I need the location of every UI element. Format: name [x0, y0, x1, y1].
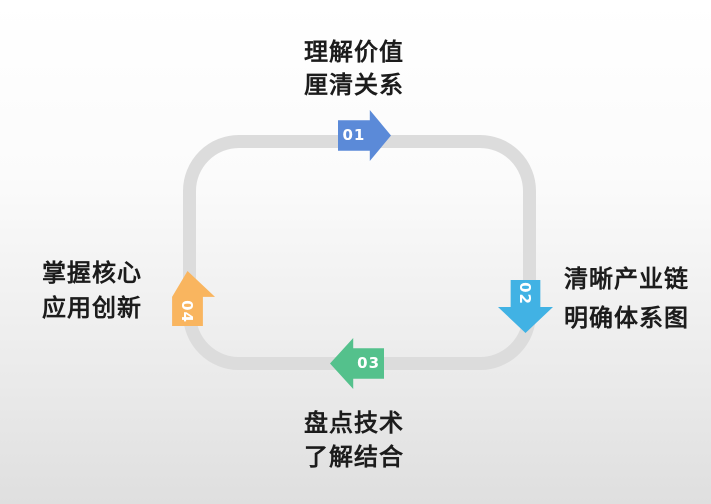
- step-1-label-line-1: 理解价值: [304, 38, 404, 66]
- cycle-track: [183, 135, 536, 370]
- step-1-label: 理解价值 厘清关系: [254, 36, 454, 102]
- step-4-label-line-1: 掌握核心: [42, 259, 142, 287]
- step-3-label-line-2: 了解结合: [304, 443, 404, 471]
- step-4-label-line-2: 应用创新: [42, 294, 142, 322]
- step-4-label: 掌握核心 应用创新: [22, 256, 162, 326]
- step-3-label-line-1: 盘点技术: [304, 409, 404, 437]
- step-2-label-line-1: 清晰产业链: [564, 265, 689, 293]
- step-1-label-line-2: 厘清关系: [304, 71, 404, 99]
- step-2-label: 清晰产业链 明确体系图: [564, 260, 711, 338]
- step-2-label-line-2: 明确体系图: [564, 304, 689, 332]
- step-1-number: 01: [342, 126, 366, 145]
- step-3-label: 盘点技术 了解结合: [254, 406, 454, 474]
- step-3-number: 03: [357, 354, 381, 373]
